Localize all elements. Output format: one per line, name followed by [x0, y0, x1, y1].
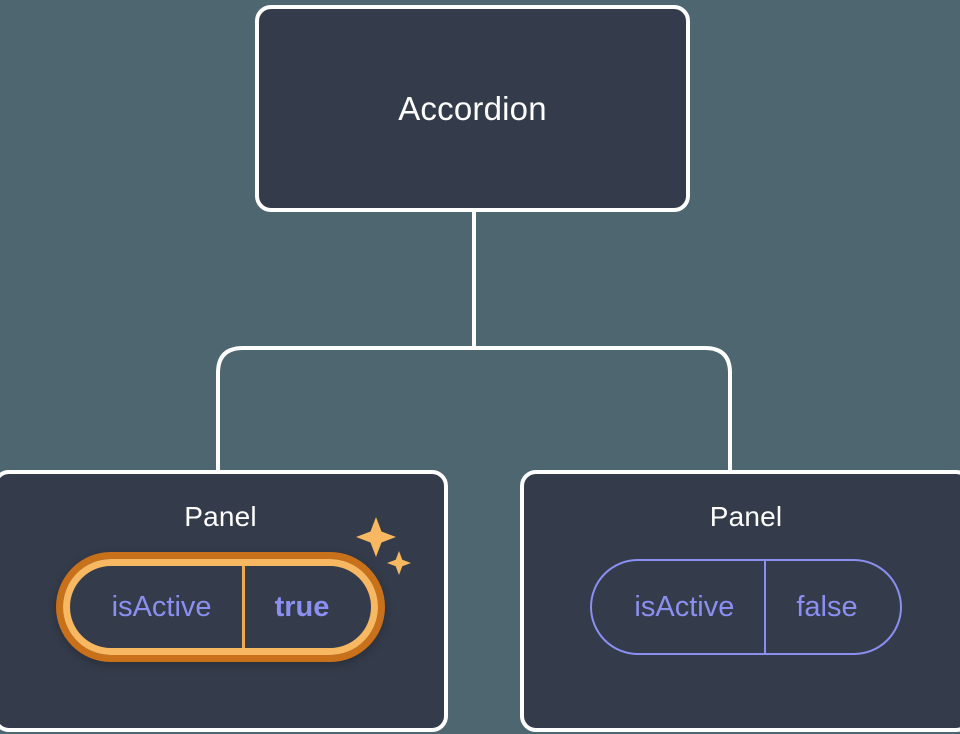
node-panel-active[interactable]: Panel isActive true — [0, 470, 448, 732]
prop-pill[interactable]: isActive false — [590, 559, 902, 655]
node-title: Panel — [184, 501, 257, 532]
node-panel-inactive[interactable]: Panel isActive false — [520, 470, 960, 732]
prop-pill-highlighted[interactable]: isActive true — [62, 559, 379, 655]
node-accordion[interactable]: Accordion — [255, 5, 690, 212]
prop-key: isActive — [111, 590, 212, 623]
prop-value: true — [241, 566, 372, 648]
prop-value: false — [764, 561, 899, 653]
prop-key: isActive — [634, 590, 735, 623]
node-title: Accordion — [398, 89, 547, 127]
prop-pill-wrapper: isActive false — [590, 559, 902, 655]
connector-child-bus — [216, 346, 732, 470]
node-title: Panel — [709, 501, 783, 532]
prop-pill-wrapper: isActive true — [62, 517, 412, 655]
